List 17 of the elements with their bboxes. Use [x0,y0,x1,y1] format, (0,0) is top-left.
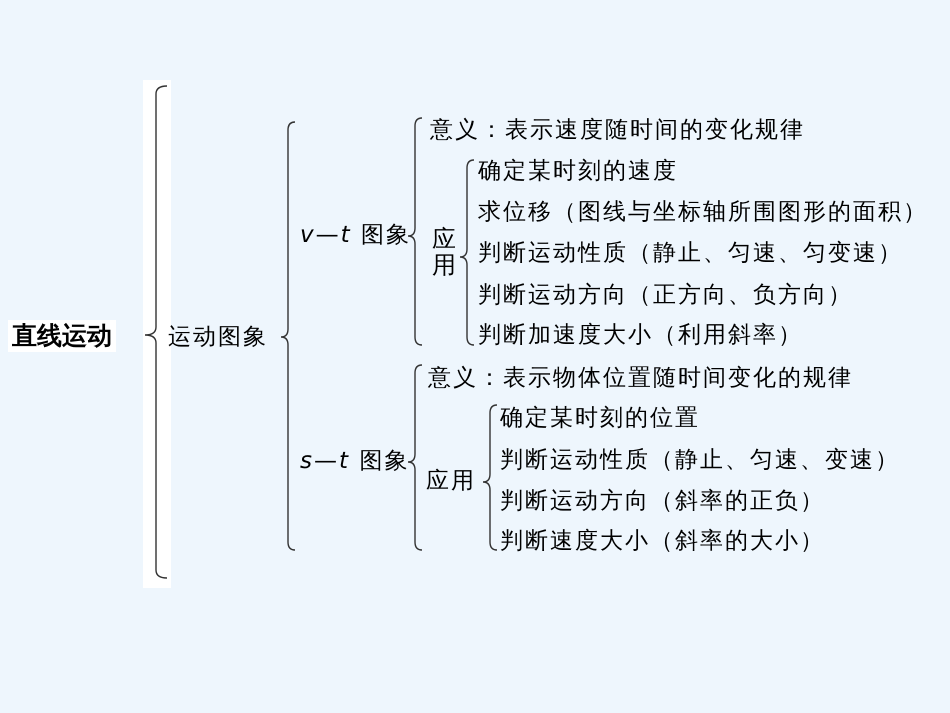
outline-text: 确定某时刻的速度 [478,157,678,186]
outline-text: 求位移（图线与坐标轴所围图形的面积） [478,198,928,227]
topic-title: 直线运动 [8,320,116,352]
outline-text: 判断运动性质（静止、匀速、匀变速） [478,239,903,268]
outline-text: 应用 [432,226,456,279]
outline-text: s—t 图象 [300,447,410,476]
outline-text: v—t 图象 [300,221,411,250]
outline-text: 判断速度大小（斜率的大小） [500,527,825,556]
outline-text: 判断运动方向（斜率的正负） [500,487,825,516]
outline-text: 应用 [426,467,476,496]
outline-text: 判断运动性质（静止、匀速、变速） [500,446,900,475]
outline-text: 意义：表示速度随时间的变化规律 [430,116,805,145]
outline-text: 运动图象 [168,323,268,352]
outline-text: 判断运动方向（正方向、负方向） [478,281,853,310]
outline-text: 意义：表示物体位置随时间变化的规律 [428,364,853,393]
outline-text: 判断加速度大小（利用斜率） [478,321,803,350]
outline-text: 确定某时刻的位置 [500,404,700,433]
